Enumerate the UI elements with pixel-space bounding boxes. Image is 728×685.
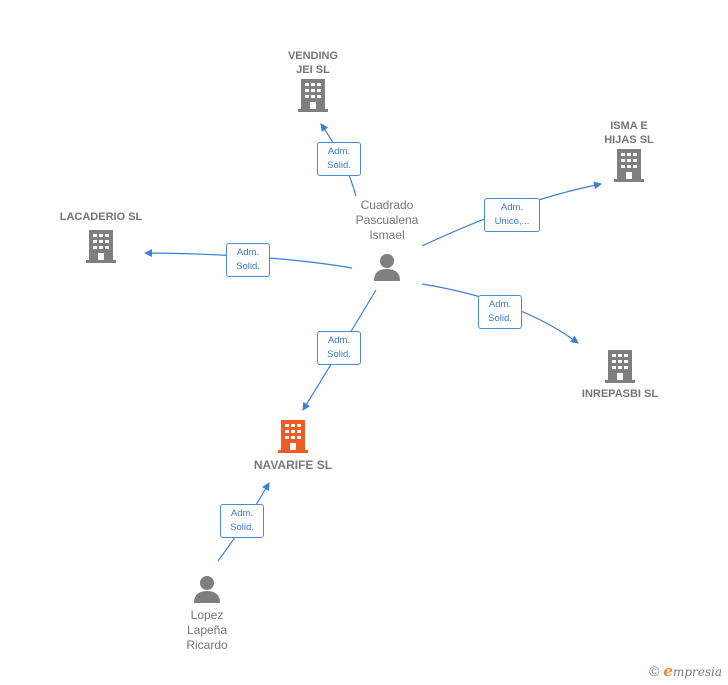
- building-icon: [298, 79, 328, 112]
- person-node-lopez-lapena[interactable]: Lopez Lapeña Ricardo: [160, 574, 254, 653]
- person-icon: [374, 254, 400, 281]
- company-label: INREPASBI SL: [581, 388, 659, 400]
- company-label: NAVARIFE SL: [253, 458, 333, 472]
- company-label: VENDING JEI SL: [287, 50, 339, 76]
- brand-name: mpresia: [672, 665, 722, 679]
- building-icon: [605, 350, 635, 383]
- company-node-vending-jei[interactable]: VENDING JEI SL: [272, 49, 354, 113]
- person-icon: [194, 576, 220, 603]
- empresia-logo: ©empresia: [649, 662, 722, 680]
- person-label: Lopez Lapeña Ricardo: [186, 608, 228, 652]
- company-node-lacaderio[interactable]: LACADERIO SL: [48, 210, 154, 264]
- company-label: LACADERIO SL: [59, 211, 143, 223]
- edge-label-to-isma[interactable]: Adm. Unico,...: [484, 198, 540, 232]
- company-label: ISMA E HIJAS SL: [604, 120, 654, 146]
- copyright-symbol: ©: [649, 663, 660, 679]
- edge-label-to-vending[interactable]: Adm. Solid.: [317, 142, 361, 176]
- edge-label-to-navarife[interactable]: Adm. Solid.: [317, 331, 361, 365]
- building-icon-highlighted: [278, 420, 308, 453]
- company-node-isma-e-hijas[interactable]: ISMA E HIJAS SL: [586, 119, 672, 183]
- edge-label-to-inrepasbi[interactable]: Adm. Solid.: [478, 295, 522, 329]
- building-icon: [86, 230, 116, 263]
- brand-initial: e: [663, 662, 673, 680]
- edge-label-to-lacaderio[interactable]: Adm. Solid.: [226, 243, 270, 277]
- person-label: Cuadrado Pascualena Ismael: [355, 198, 419, 242]
- edge-label-lopez-to-navarife[interactable]: Adm. Solid.: [220, 504, 264, 538]
- building-icon: [614, 149, 644, 182]
- person-node-cuadrado-pascualena[interactable]: Cuadrado Pascualena Ismael: [340, 198, 434, 282]
- company-node-navarife[interactable]: NAVARIFE SL: [240, 418, 346, 472]
- company-node-inrepasbi[interactable]: INREPASBI SL: [568, 348, 672, 401]
